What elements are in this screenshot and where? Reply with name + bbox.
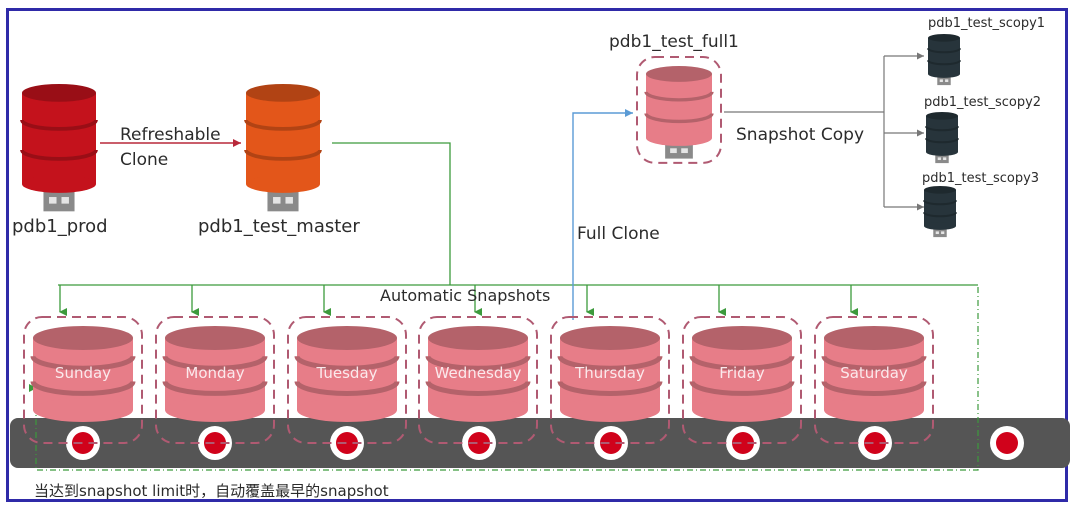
snapshot-saturday-database-icon [814,316,934,444]
scopy3-database-icon [923,186,957,238]
snapshot-thursday-database-icon [550,316,670,444]
snapshot-sunday-database-icon [23,316,143,444]
snapshot-day-label: Friday [719,364,765,382]
automatic-snapshots-label: Automatic Snapshots [380,286,550,305]
snapshot-tuesday-database-icon [287,316,407,444]
snapshot-day-label: Thursday [574,364,645,382]
snapshot-day-label: Tuesday [315,364,377,382]
snapshot-monday-database-icon [155,316,275,444]
conveyor-dot [732,432,754,454]
conveyor-dot [468,432,490,454]
snapshot-limit-loop [29,287,979,471]
snapshot-day-label: Sunday [55,364,111,382]
scopy2-database-icon [925,112,959,164]
conveyor-dot [72,432,94,454]
snapshot-drop-arrows [59,285,858,316]
conveyor-dot [336,432,358,454]
pdb1-test-full1-database-icon [636,56,722,164]
pdb1-prod-label: pdb1_prod [12,216,108,237]
full-clone-arrow [572,109,633,320]
snapshot-friday-database-icon [682,316,802,444]
conveyor-dot [864,432,886,454]
conveyor-dot [600,432,622,454]
conveyor-dot [996,432,1018,454]
snapshot-limit-note: 当达到snapshot limit时，自动覆盖最早的snapshot [34,482,389,500]
pdb1-prod-database-icon [20,84,98,212]
pdb1-test-full1-label: pdb1_test_full1 [609,32,739,52]
full-clone-label: Full Clone [577,224,660,244]
scopy2-label: pdb1_test_scopy2 [924,95,1041,110]
snapshot-wednesday-database-icon [418,316,538,444]
snapshot-day-label: Saturday [840,364,908,382]
pdb1-test-master-label: pdb1_test_master [198,216,360,237]
refreshable-label-2: Clone [120,150,168,170]
scopy3-label: pdb1_test_scopy3 [922,171,1039,186]
scopy1-label: pdb1_test_scopy1 [928,16,1045,31]
refreshable-label-1: Refreshable [120,125,221,145]
conveyor-dot [204,432,226,454]
snapshot-copy-label: Snapshot Copy [736,125,864,145]
snapshot-day-label: Wednesday [435,364,522,382]
conveyor-dots [66,426,1024,460]
conveyor-belt [10,418,1070,468]
master-to-snapshots-line [332,142,451,285]
pdb1-test-master-database-icon [244,84,322,212]
snapshot-day-label: Monday [185,364,244,382]
scopy1-database-icon [927,34,961,86]
